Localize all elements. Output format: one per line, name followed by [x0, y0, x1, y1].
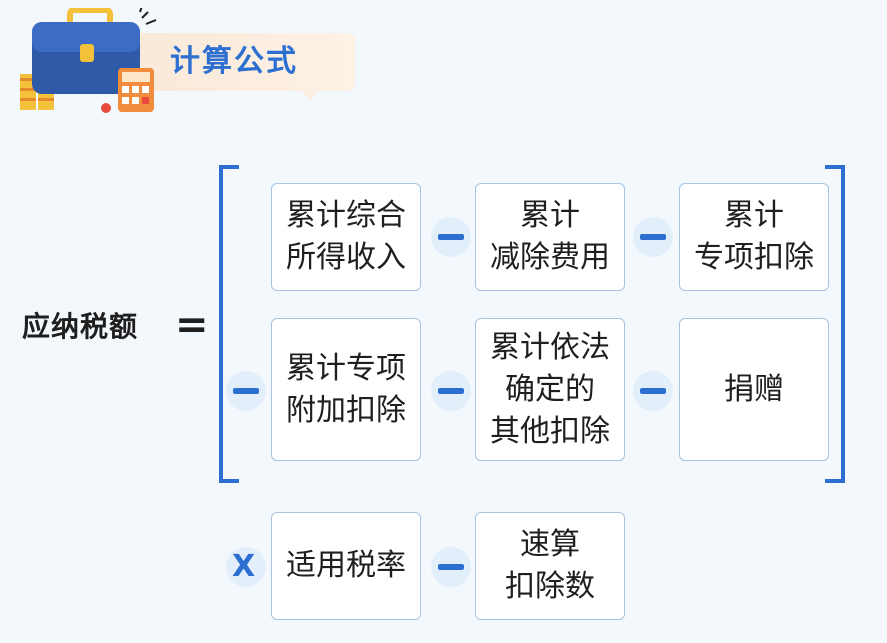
box-quick-deduction: 速算 扣除数: [475, 512, 625, 620]
minus-icon: [438, 564, 464, 570]
briefcase-calculator-icon: [20, 8, 157, 113]
formula-lhs: 应纳税额: [22, 310, 139, 343]
minus-icon: [640, 234, 666, 240]
box-other-deduction: 累计依法 确定的 其他扣除: [475, 318, 625, 461]
times-icon: X: [232, 549, 256, 584]
right-bracket: [825, 165, 845, 483]
minus-icon: [640, 388, 666, 394]
box-special-additional-deduction: 累计专项 附加扣除: [271, 318, 421, 461]
minus-icon: [233, 388, 259, 394]
minus-icon: [438, 388, 464, 394]
equals-sign: =: [175, 302, 209, 348]
box-special-deduction: 累计 专项扣除: [679, 183, 829, 291]
box-donation: 捐赠: [679, 318, 829, 461]
box-cumulative-deduction: 累计 减除费用: [475, 183, 625, 291]
left-bracket: [219, 165, 239, 483]
box-cumulative-income: 累计综合 所得收入: [271, 183, 421, 291]
banner-tail: [300, 88, 320, 100]
page-title: 计算公式: [170, 44, 298, 79]
minus-icon: [438, 234, 464, 240]
times-halo: [226, 547, 266, 587]
box-tax-rate: 适用税率: [271, 512, 421, 620]
header-banner: [135, 33, 355, 91]
